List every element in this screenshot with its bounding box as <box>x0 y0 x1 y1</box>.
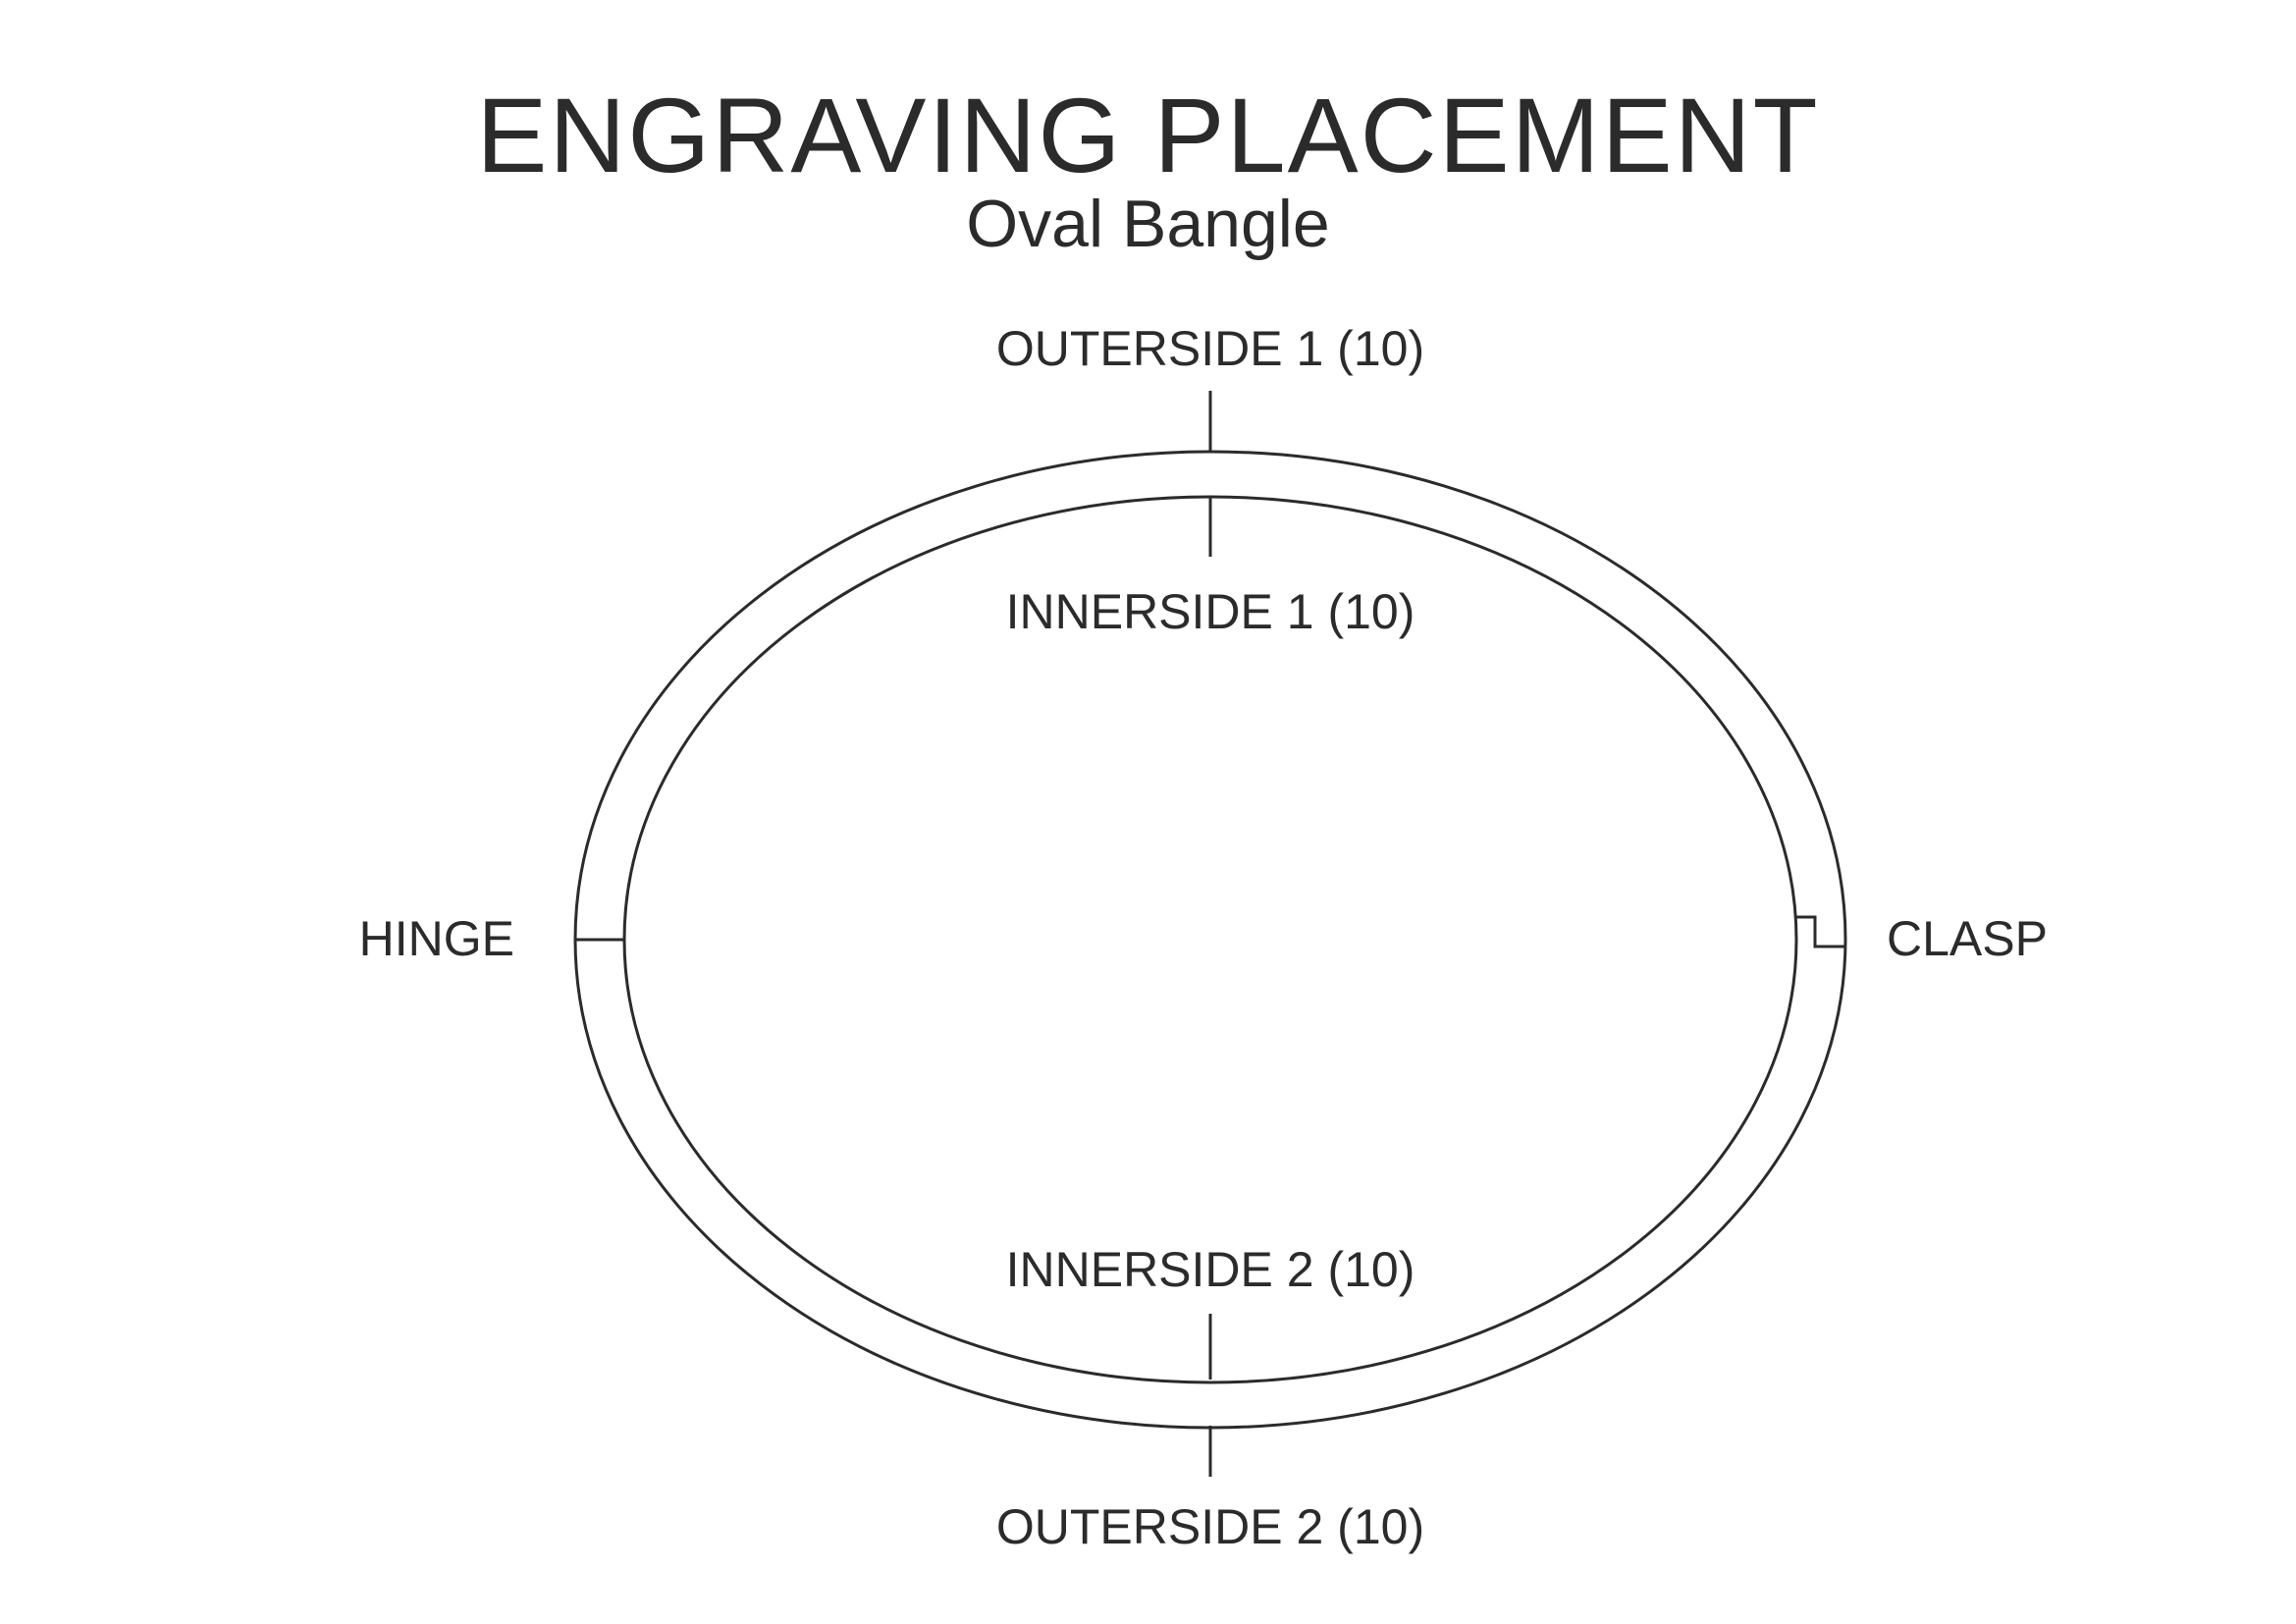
clasp-label: CLASP <box>1887 911 2048 966</box>
diagram-subtitle: Oval Bangle <box>966 187 1330 261</box>
diagram-title: ENGRAVING PLACEMENT <box>476 76 1820 194</box>
outerside-1-label: OUTERSIDE 1 (10) <box>996 321 1424 376</box>
innerside-1-label: INNERSIDE 1 (10) <box>1006 584 1415 639</box>
clasp-notch <box>1796 915 1845 948</box>
innerside-2-label: INNERSIDE 2 (10) <box>1006 1242 1415 1297</box>
hinge-label: HINGE <box>359 911 514 966</box>
outerside-2-label: OUTERSIDE 2 (10) <box>996 1499 1424 1554</box>
